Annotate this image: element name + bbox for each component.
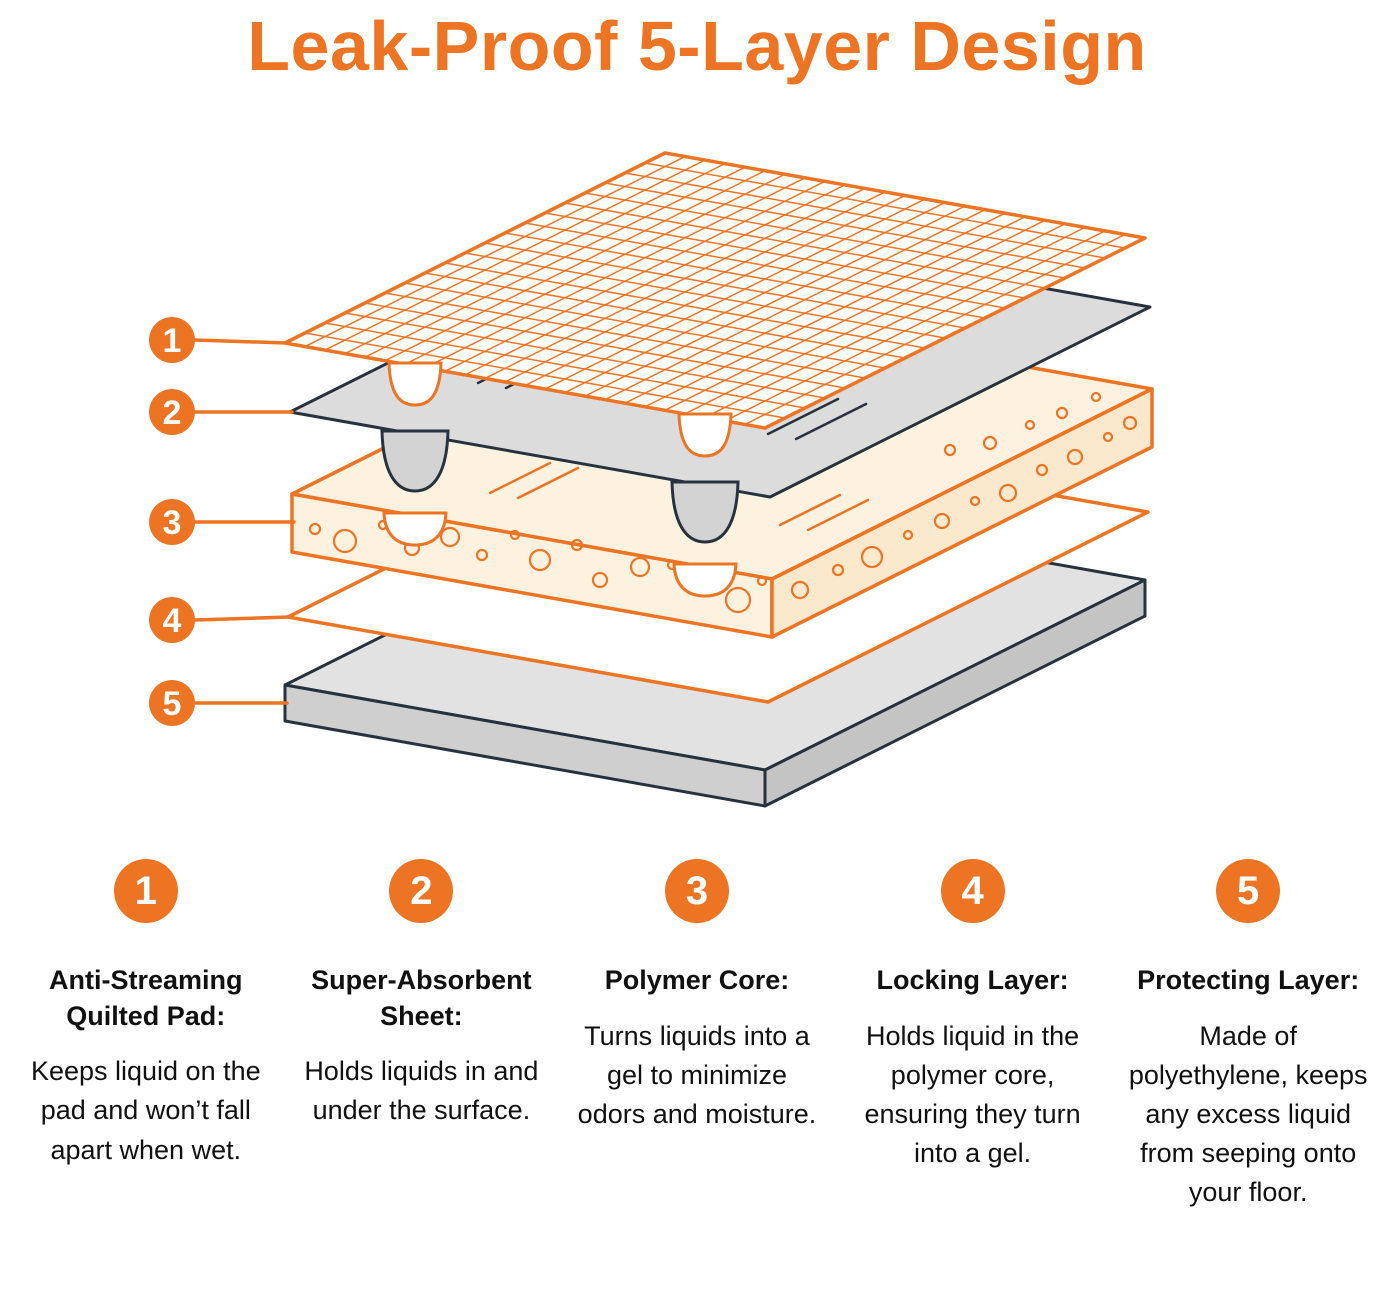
legend-number: 4 — [961, 868, 984, 913]
legend-item-description: Turns liquids into a gel to minimize odo… — [577, 1020, 817, 1129]
legend-number: 1 — [134, 868, 157, 913]
header: Leak-Proof 5-Layer Design — [0, 0, 1394, 85]
legend-item-description: Holds liquid in the polymer core, ensuri… — [864, 1020, 1081, 1169]
legend-item-2: 2 Super-Absorbent Sheet: Holds liquids i… — [284, 859, 560, 1212]
callout-1-number: 1 — [163, 322, 182, 360]
layer-1-quilted-mesh — [283, 151, 1147, 458]
callout-4: 4 — [149, 597, 195, 643]
callout-3: 3 — [149, 499, 195, 545]
legend-number-badge: 4 — [940, 859, 1005, 923]
infographic-root: Leak-Proof 5-Layer Design — [0, 0, 1394, 1212]
layer-diagram: 1 2 3 4 5 — [149, 151, 1154, 808]
legend-number-badge: 2 — [389, 859, 454, 923]
legend-item-description: Holds liquids in and under the surface. — [304, 1056, 539, 1126]
absorb-funnels — [380, 429, 740, 544]
callout-2: 2 — [149, 389, 195, 435]
legend-item-title: Locking Layer: — [876, 965, 1069, 995]
legend-item-1: 1 Anti-Streaming Quilted Pad: Keeps liqu… — [8, 859, 284, 1212]
legend-item-title: Polymer Core: — [604, 965, 790, 995]
legend-number: 3 — [685, 868, 709, 913]
legend-item-description: Made of polyethylene, keeps any excess l… — [1128, 1020, 1368, 1208]
quilt-pockets — [387, 361, 733, 458]
legend-section: 1 Anti-Streaming Quilted Pad: Keeps liqu… — [0, 859, 1394, 1212]
mesh-grid — [304, 155, 1126, 426]
legend-number-badge: 3 — [664, 859, 729, 923]
core-sheen-lines — [488, 461, 870, 532]
legend-item-title: Super-Absorbent Sheet: — [311, 965, 532, 1031]
legend-item-4: 4 Locking Layer: Holds liquid in the pol… — [835, 859, 1111, 1212]
callout-5: 5 — [149, 680, 195, 726]
callout-2-number: 2 — [163, 394, 182, 432]
legend-item-3: 3 Polymer Core: Turns liquids into a gel… — [559, 859, 835, 1212]
legend-item-5: 5 Protecting Layer: Made of polyethylene… — [1110, 859, 1386, 1212]
legend-item-description: Keeps liquid on the pad and won’t fall a… — [30, 1056, 261, 1165]
callout-1: 1 — [149, 317, 195, 363]
legend-number-badge: 5 — [1216, 859, 1281, 923]
callout-3-number: 3 — [163, 504, 182, 542]
legend-number: 2 — [410, 868, 433, 913]
legend-item-title: Anti-Streaming Quilted Pad: — [49, 965, 243, 1031]
legend-item-title: Protecting Layer: — [1137, 965, 1360, 995]
legend-number-badge: 1 — [113, 859, 178, 923]
page-title: Leak-Proof 5-Layer Design — [247, 7, 1147, 85]
callout-4-number: 4 — [163, 602, 182, 640]
core-notches — [382, 511, 738, 598]
callout-5-number: 5 — [163, 685, 182, 723]
legend-number: 5 — [1237, 868, 1260, 913]
diagram-callouts: 1 2 3 4 5 — [149, 317, 296, 726]
